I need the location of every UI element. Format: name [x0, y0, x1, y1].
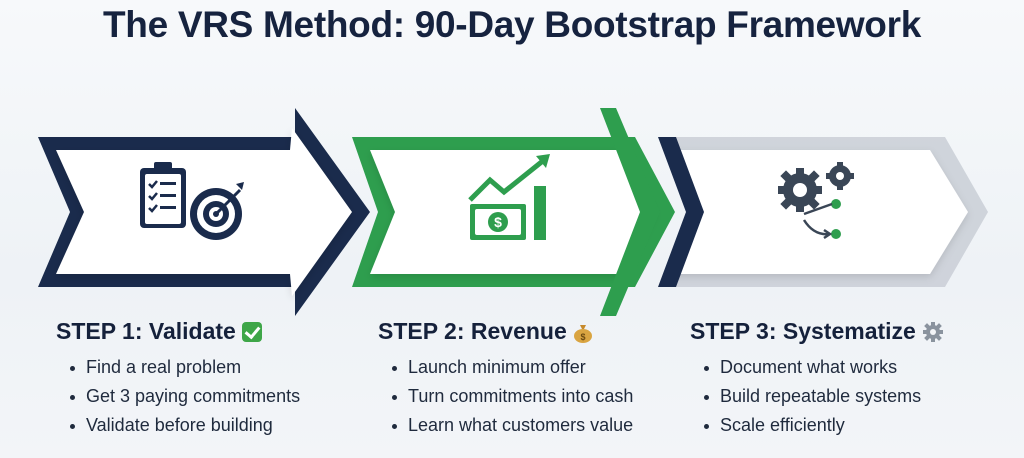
list-item: Learn what customers value [378, 411, 633, 440]
step-1: STEP 1: Validate Find a real problem Get… [56, 318, 300, 440]
step-1-title: STEP 1: Validate [56, 318, 236, 344]
money-bag-icon: $ [573, 324, 592, 343]
step-3-title: STEP 3: Systematize [690, 318, 916, 344]
step-3: STEP 3: Systematize Document what works … [690, 318, 944, 440]
list-item: Turn commitments into cash [378, 382, 633, 411]
list-item: Get 3 paying commitments [56, 382, 300, 411]
step-2-title: STEP 2: Revenue [378, 318, 567, 344]
list-item: Document what works [690, 353, 944, 382]
page-title: The VRS Method: 90-Day Bootstrap Framewo… [103, 4, 921, 45]
step-3-bullets: Document what works Build repeatable sys… [690, 353, 944, 440]
step-1-bullets: Find a real problem Get 3 paying commitm… [56, 353, 300, 440]
svg-text:$: $ [494, 214, 502, 230]
svg-text:$: $ [580, 332, 585, 342]
list-item: Launch minimum offer [378, 353, 633, 382]
check-mark-icon [241, 321, 262, 342]
step3-arrow [658, 137, 988, 287]
money-growth-chart-icon: $ [468, 154, 550, 240]
list-item: Build repeatable systems [690, 382, 944, 411]
gear-icon [922, 321, 943, 342]
step-2: STEP 2: Revenue $ Launch minimum offer T… [378, 318, 633, 440]
step-2-bullets: Launch minimum offer Turn commitments in… [378, 353, 633, 440]
list-item: Find a real problem [56, 353, 300, 382]
gears-flow-icon [778, 162, 854, 240]
list-item: Validate before building [56, 411, 300, 440]
list-item: Scale efficiently [690, 411, 944, 440]
checklist-target-icon [140, 162, 244, 240]
